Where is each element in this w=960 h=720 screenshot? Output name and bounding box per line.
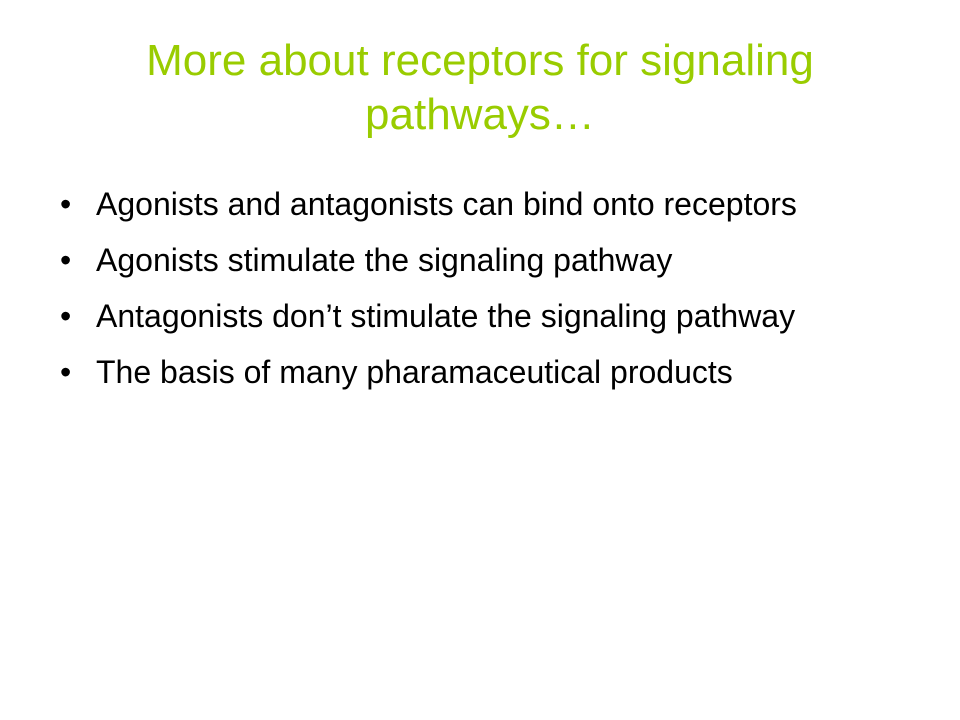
bullet-text: Agonists stimulate the signaling pathway xyxy=(96,242,673,278)
bullet-item: • The basis of many pharamaceutical prod… xyxy=(56,352,886,392)
bullet-marker: • xyxy=(60,354,72,390)
bullet-text: The basis of many pharamaceutical produc… xyxy=(96,354,733,390)
bullet-marker: • xyxy=(60,242,72,278)
bullet-marker: • xyxy=(60,186,72,222)
bullet-item: • Antagonists don’t stimulate the signal… xyxy=(56,296,886,336)
bullet-list: • Agonists and antagonists can bind onto… xyxy=(56,184,886,408)
bullet-text: Agonists and antagonists can bind onto r… xyxy=(96,186,797,222)
bullet-item: • Agonists and antagonists can bind onto… xyxy=(56,184,886,224)
bullet-item: • Agonists stimulate the signaling pathw… xyxy=(56,240,886,280)
slide-title: More about receptors for signaling pathw… xyxy=(146,36,814,139)
bullet-text: Antagonists don’t stimulate the signalin… xyxy=(96,298,796,334)
bullet-marker: • xyxy=(60,298,72,334)
